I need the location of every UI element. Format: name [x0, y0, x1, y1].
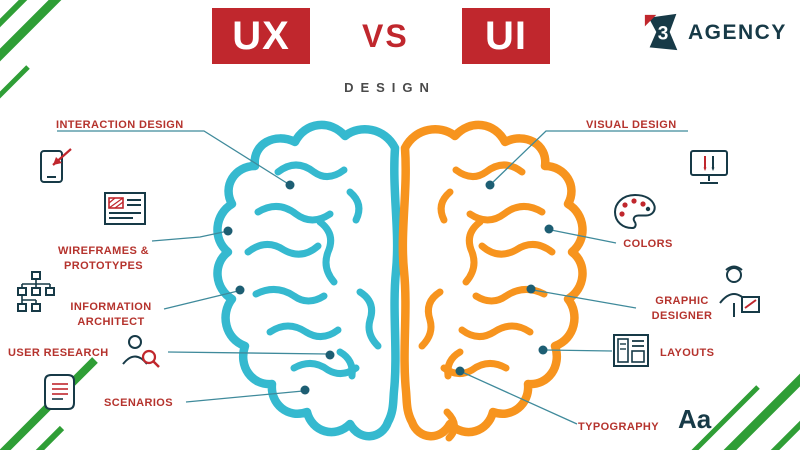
- sitemap-icon: [13, 270, 59, 314]
- label-scenarios: SCENARIOS: [104, 397, 173, 409]
- layout-icon: [612, 333, 652, 369]
- label-information-architect: INFORMATION ARCHITECT: [70, 301, 152, 328]
- brain-illustration: [213, 120, 587, 442]
- svg-text:3: 3: [658, 24, 669, 45]
- label-visual-design: VISUAL DESIGN: [586, 119, 677, 131]
- vs-label: VS: [362, 18, 409, 54]
- ux-badge: UX: [212, 8, 310, 64]
- wireframes-icon: [103, 190, 147, 228]
- design-subtitle: DESIGN: [344, 80, 436, 95]
- agency-logo-text: AGENCY: [688, 21, 787, 44]
- brain-left-hemisphere: [213, 120, 402, 441]
- label-user-research: USER RESEARCH: [8, 347, 109, 359]
- user-magnifier-icon: [120, 331, 162, 371]
- label-graphic-designer: GRAPHIC DESIGNER: [651, 295, 713, 322]
- typography-sample: Aa: [678, 404, 712, 434]
- label-colors: COLORS: [623, 238, 673, 250]
- label-interaction-design: INTERACTION DESIGN: [56, 119, 184, 131]
- designer-icon: [714, 263, 764, 321]
- label-layouts: LAYOUTS: [660, 347, 715, 359]
- ui-badge: UI: [462, 8, 550, 64]
- agency-logo: 3 AGENCY: [642, 12, 787, 54]
- monitor-design-icon: [688, 148, 730, 188]
- brain-right-hemisphere: [398, 120, 587, 442]
- agency-logo-mark: 3: [644, 13, 678, 51]
- label-typography: TYPOGRAPHY: [578, 421, 660, 433]
- scroll-icon: [40, 372, 78, 412]
- label-wireframes-prototypes: WIREFRAMES & PROTOTYPES: [58, 245, 149, 272]
- tablet-touch-icon: [38, 146, 74, 186]
- palette-icon: [612, 192, 658, 232]
